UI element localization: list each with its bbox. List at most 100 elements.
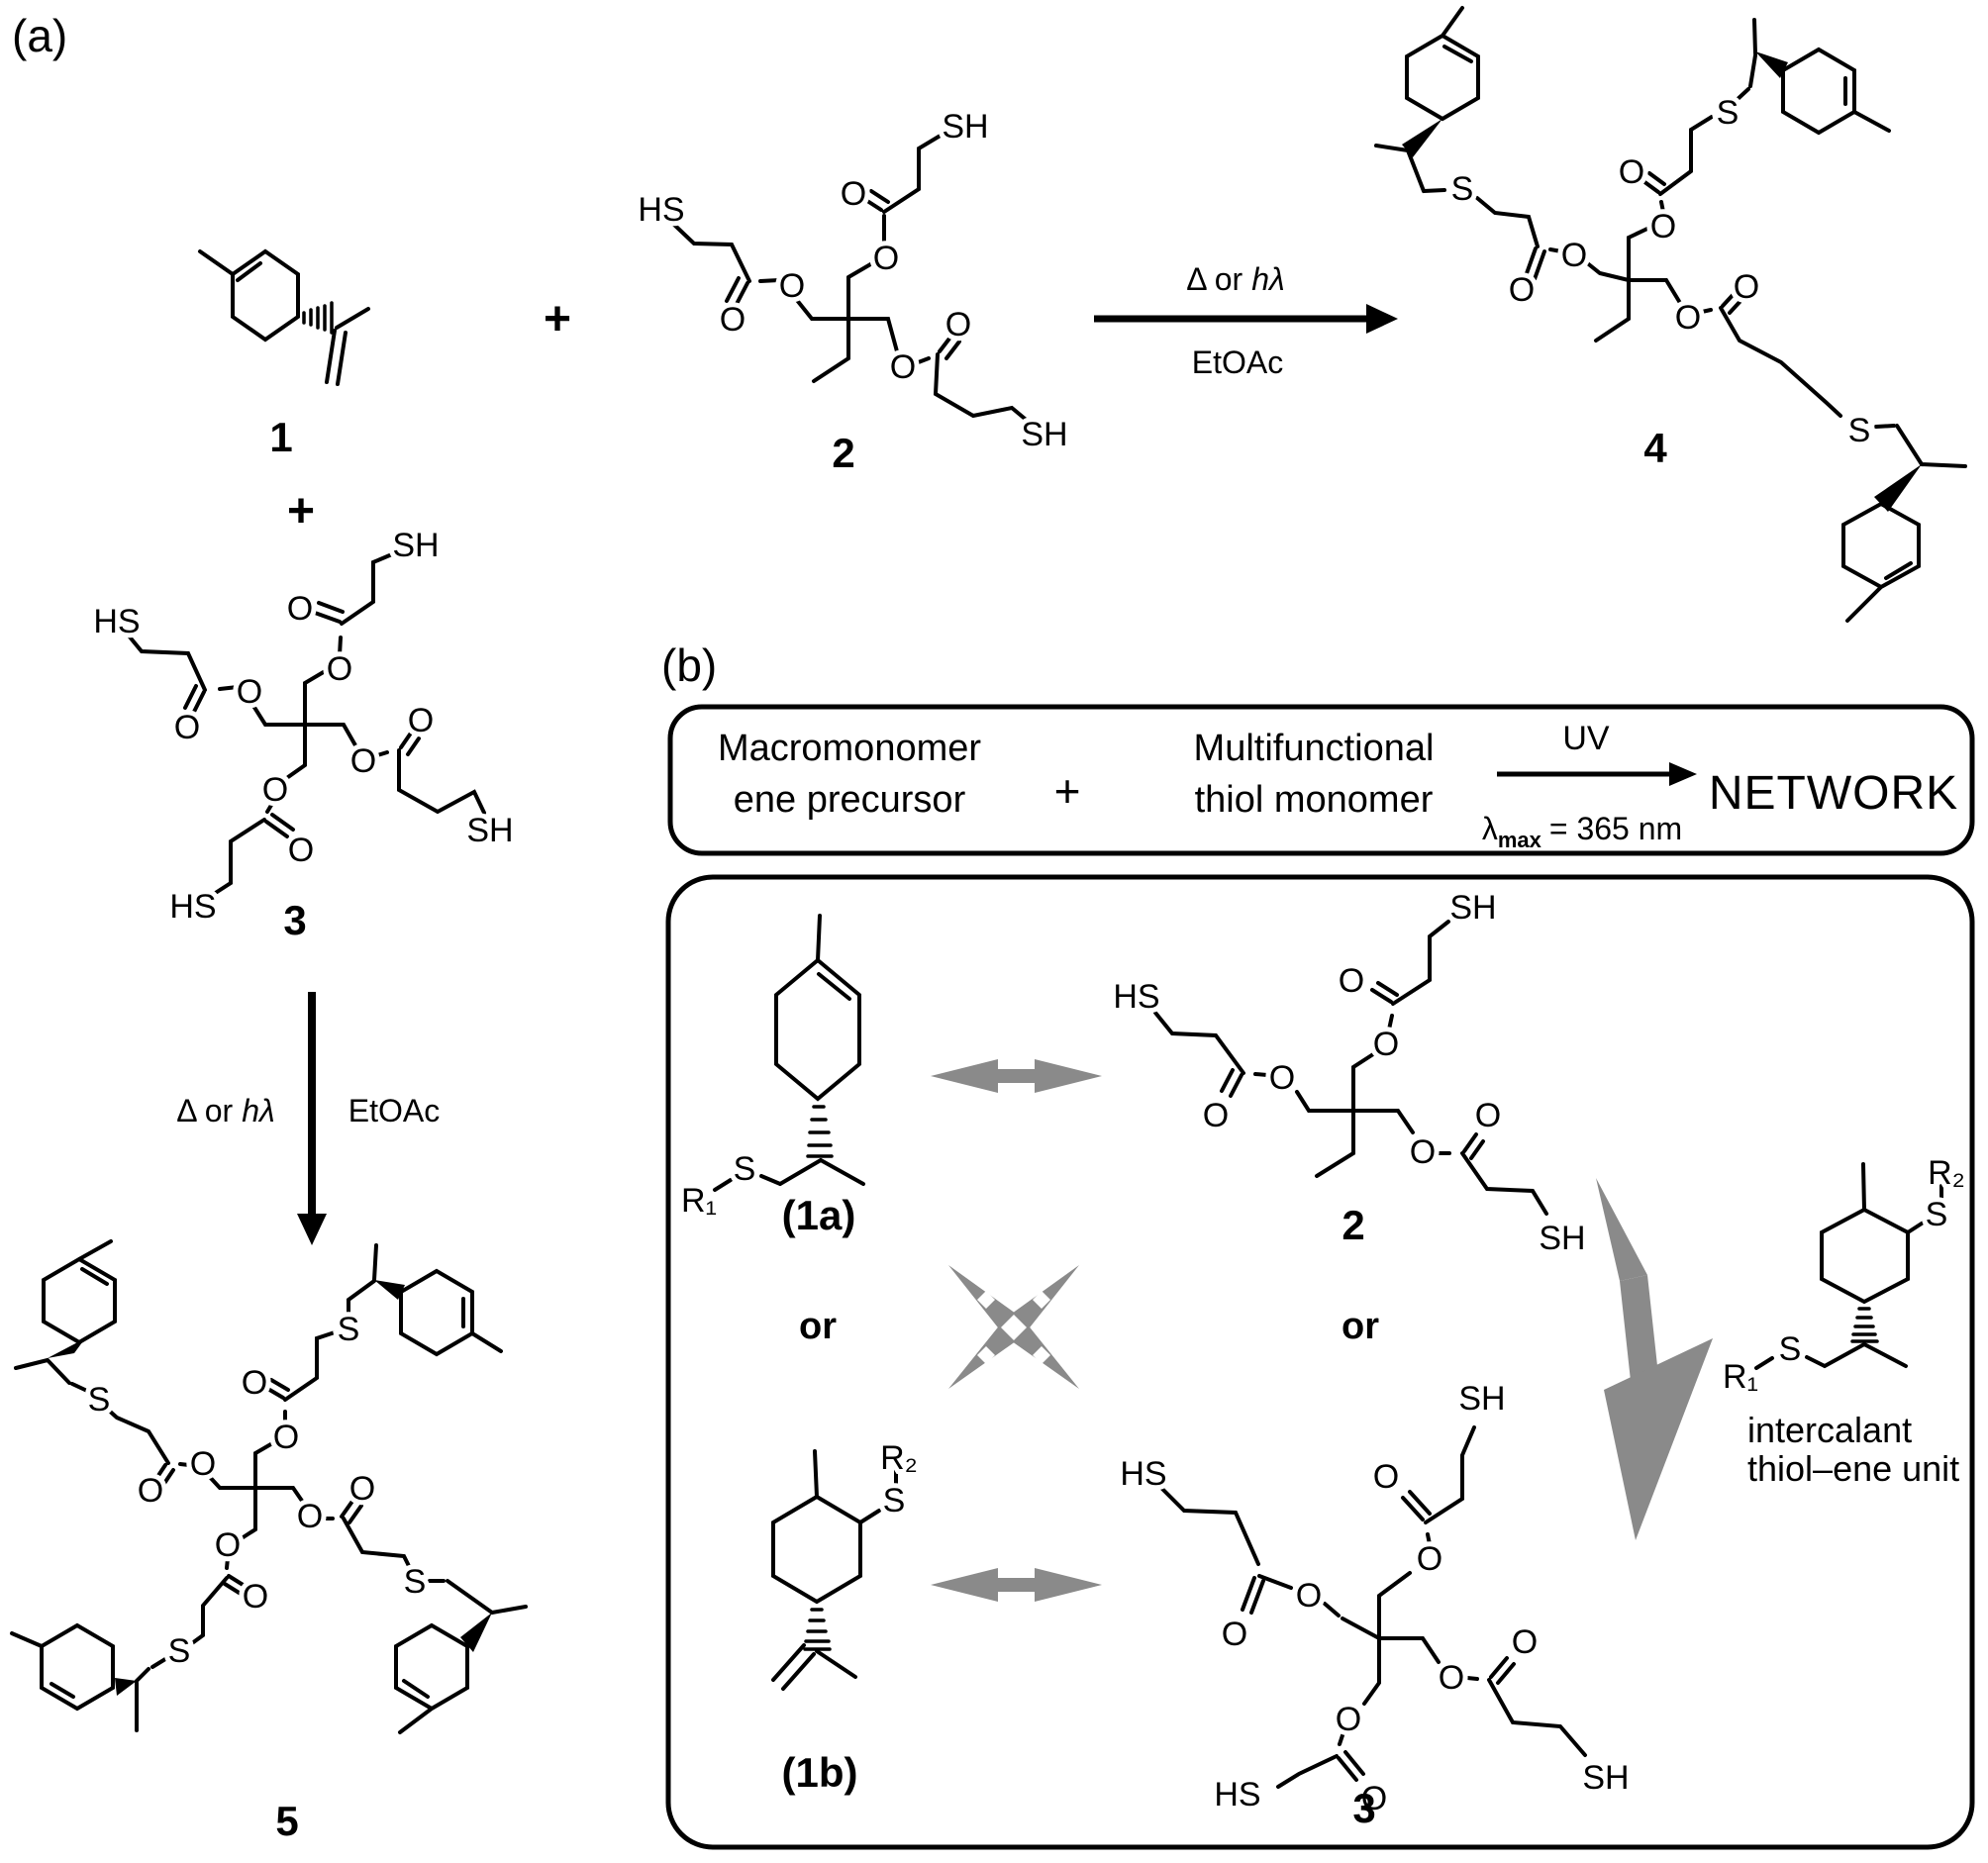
s-label: S bbox=[1848, 412, 1871, 449]
o-label: O bbox=[1410, 1133, 1436, 1171]
hs-label: HS bbox=[638, 191, 684, 229]
s-label: S bbox=[338, 1311, 360, 1348]
s-label: S bbox=[1451, 170, 1474, 208]
structure-3b-tetrathiol: SH HS SH HS O O O O O O O O 3 bbox=[1115, 1375, 1634, 1831]
scheme-box bbox=[665, 874, 1975, 1850]
o-label: O bbox=[349, 1470, 375, 1508]
structure-1a: S R₁ (1a) bbox=[676, 914, 865, 1238]
uv-arrow-icon bbox=[1497, 762, 1697, 786]
o-label: O bbox=[1561, 237, 1587, 274]
o-label: O bbox=[273, 1419, 299, 1456]
uv-text: UV bbox=[1562, 720, 1610, 757]
sh-label: SH bbox=[1539, 1220, 1585, 1257]
o-label: O bbox=[1509, 271, 1535, 309]
o-label: O bbox=[408, 702, 434, 739]
o-label: O bbox=[1222, 1616, 1247, 1653]
o-label: O bbox=[288, 832, 314, 869]
r2-label: R₂ bbox=[1928, 1154, 1965, 1192]
o-label: O bbox=[1296, 1577, 1322, 1615]
compound-1a-label: (1a) bbox=[782, 1192, 856, 1238]
solvent-text: EtOAc bbox=[1192, 344, 1283, 380]
panel-a-label: (a) bbox=[12, 10, 67, 61]
hs-label: HS bbox=[1120, 1455, 1166, 1493]
o-label: O bbox=[841, 175, 866, 213]
s-label: S bbox=[734, 1150, 756, 1188]
o-label: O bbox=[1619, 153, 1644, 191]
structure-1b: S R₂ (1b) bbox=[771, 1434, 923, 1796]
o-label: O bbox=[243, 1578, 268, 1616]
o-label: O bbox=[1336, 1701, 1361, 1738]
s-label: S bbox=[168, 1632, 191, 1670]
structure-2-trithiol: SH HS SH O O O O O O 2 bbox=[633, 103, 1072, 476]
plus-sign: + bbox=[544, 293, 571, 345]
compound-1-label: 1 bbox=[269, 414, 292, 460]
lambda-max-text: λmax= 365 nm bbox=[1482, 811, 1682, 852]
o-label: O bbox=[242, 1364, 267, 1402]
o-label: O bbox=[1475, 1097, 1501, 1134]
product-caption: thiol–ene unit bbox=[1747, 1448, 1959, 1489]
thiol-monomer-text: thiol monomer bbox=[1195, 779, 1434, 821]
o-label: O bbox=[138, 1472, 163, 1510]
sh-label: SH bbox=[466, 812, 513, 849]
o-label: O bbox=[1650, 208, 1676, 245]
compound-3-label: 3 bbox=[283, 897, 306, 943]
s-label: S bbox=[1779, 1330, 1802, 1368]
o-label: O bbox=[945, 306, 971, 343]
o-label: O bbox=[1512, 1623, 1538, 1661]
o-label: O bbox=[1269, 1059, 1295, 1097]
thiol-monomer-text: Multifunctional bbox=[1194, 728, 1435, 769]
o-label: O bbox=[1361, 1780, 1387, 1817]
s-label: S bbox=[404, 1563, 427, 1601]
compound-2-label: 2 bbox=[832, 430, 854, 476]
network-text: NETWORK bbox=[1709, 767, 1958, 820]
o-label: O bbox=[890, 348, 916, 386]
panel-b-label: (b) bbox=[661, 639, 717, 691]
o-label: O bbox=[190, 1445, 216, 1483]
structure-3-tetrathiol: SH HS SH HS O O O O O O O O 3 bbox=[88, 522, 518, 943]
o-label: O bbox=[237, 673, 262, 711]
sh-label: SH bbox=[1449, 889, 1496, 927]
o-label: O bbox=[1439, 1659, 1464, 1697]
o-label: O bbox=[297, 1498, 323, 1535]
o-label: O bbox=[1675, 299, 1701, 337]
o-label: O bbox=[350, 742, 376, 780]
compound-1b-label: (1b) bbox=[782, 1749, 858, 1796]
plus-sign: + bbox=[1054, 765, 1081, 817]
or-label: or bbox=[799, 1306, 837, 1347]
o-label: O bbox=[262, 771, 288, 809]
o-label: O bbox=[215, 1526, 241, 1564]
structure-intercalant-unit: S R₂ S R₁ intercalant thiol–ene unit bbox=[1718, 1149, 1970, 1489]
header-box bbox=[667, 704, 1975, 856]
hs-label: HS bbox=[93, 603, 140, 640]
o-label: O bbox=[1373, 1026, 1399, 1063]
o-label: O bbox=[1203, 1097, 1229, 1134]
o-label: O bbox=[1373, 1458, 1399, 1496]
macromonomer-text: ene precursor bbox=[734, 779, 966, 821]
or-label: or bbox=[1342, 1306, 1379, 1347]
o-label: O bbox=[287, 590, 313, 628]
hs-label: HS bbox=[1113, 978, 1159, 1016]
equivalence-arrow-icon bbox=[931, 1568, 1102, 1602]
crossed-arrows-icon bbox=[948, 1265, 1079, 1389]
structure-5-product: O O S O O S O O S O O S 5 bbox=[10, 1239, 528, 1844]
o-label: O bbox=[327, 650, 352, 688]
compound-5-label: 5 bbox=[275, 1798, 298, 1844]
r2-label: R₂ bbox=[880, 1439, 918, 1477]
compound-4-label: 4 bbox=[1643, 425, 1667, 471]
r1-label: R₁ bbox=[681, 1182, 717, 1220]
product-arrow-icon bbox=[1596, 1178, 1713, 1540]
compound-3b-label: 3 bbox=[1352, 1785, 1375, 1831]
hs-label: HS bbox=[169, 888, 216, 926]
o-label: O bbox=[1339, 962, 1364, 1000]
sh-label: SH bbox=[942, 108, 988, 146]
sh-label: SH bbox=[1582, 1759, 1629, 1797]
o-label: O bbox=[720, 301, 746, 339]
o-label: O bbox=[174, 709, 200, 746]
s-label: S bbox=[883, 1482, 906, 1520]
s-label: S bbox=[88, 1381, 111, 1419]
s-label: S bbox=[1926, 1196, 1948, 1233]
